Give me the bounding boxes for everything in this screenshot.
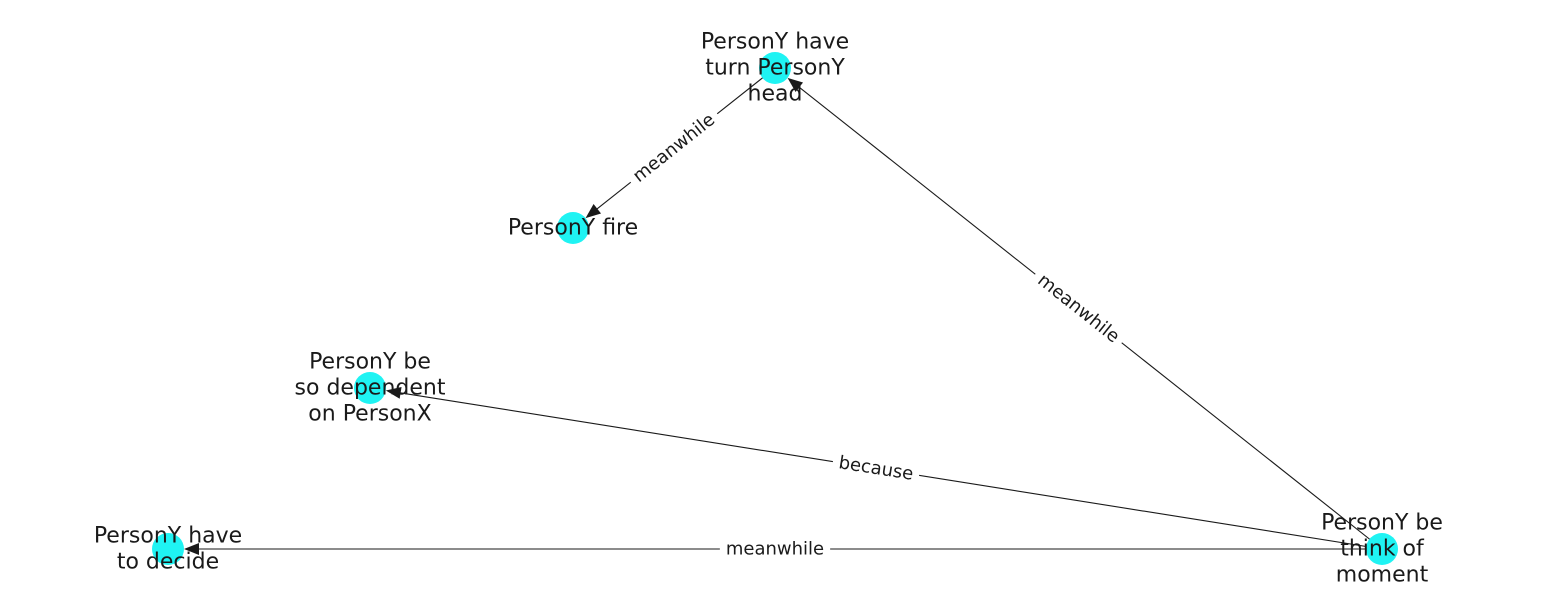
edge-label-background [623,104,725,192]
edge-n_think-to-n_dependent: because [385,386,1383,550]
node-label-line: moment [1336,563,1429,588]
node-label-line: think of [1340,537,1425,562]
edges-layer: meanwhile meanwhile because meanwhile [184,67,1383,561]
edge-label-background [719,537,831,561]
node-label-line: turn PersonY [705,56,845,81]
node-label-line: so dependent [295,376,446,401]
edge-label: meanwhile [726,539,824,560]
node-circle [1366,533,1398,565]
edge-label-group: meanwhile [719,537,831,561]
node-circle [759,52,791,84]
edge-arrowhead [585,204,602,219]
edge-label-group: meanwhile [1028,265,1129,352]
edge-arrowhead [385,386,402,399]
node-label-line: PersonY fire [508,216,638,241]
edge-arrowhead [184,543,199,555]
node-label-line: PersonY be [309,350,431,375]
node-label-line: PersonY have [701,30,849,55]
edge-label: meanwhile [629,109,719,186]
edge-arrowhead [787,77,804,92]
node-label-line: head [748,82,803,107]
node-label-line: PersonY have [94,524,242,549]
edge-label-background [1028,265,1129,352]
edge-n_think-to-n_decide: meanwhile [184,537,1382,561]
edge-label-group: meanwhile [623,104,725,192]
node-label-line: PersonY be [1321,511,1443,536]
edge-label-group: because [831,450,921,487]
node-label-line: to decide [117,550,219,575]
node-circle [557,212,589,244]
edge-label: meanwhile [1033,270,1123,347]
node-circle [152,533,184,565]
node-circle [354,372,386,404]
edge-label-background [831,450,921,487]
node-n_fire: PersonY fire [508,212,638,244]
node-label-line: on PersonX [308,402,431,427]
